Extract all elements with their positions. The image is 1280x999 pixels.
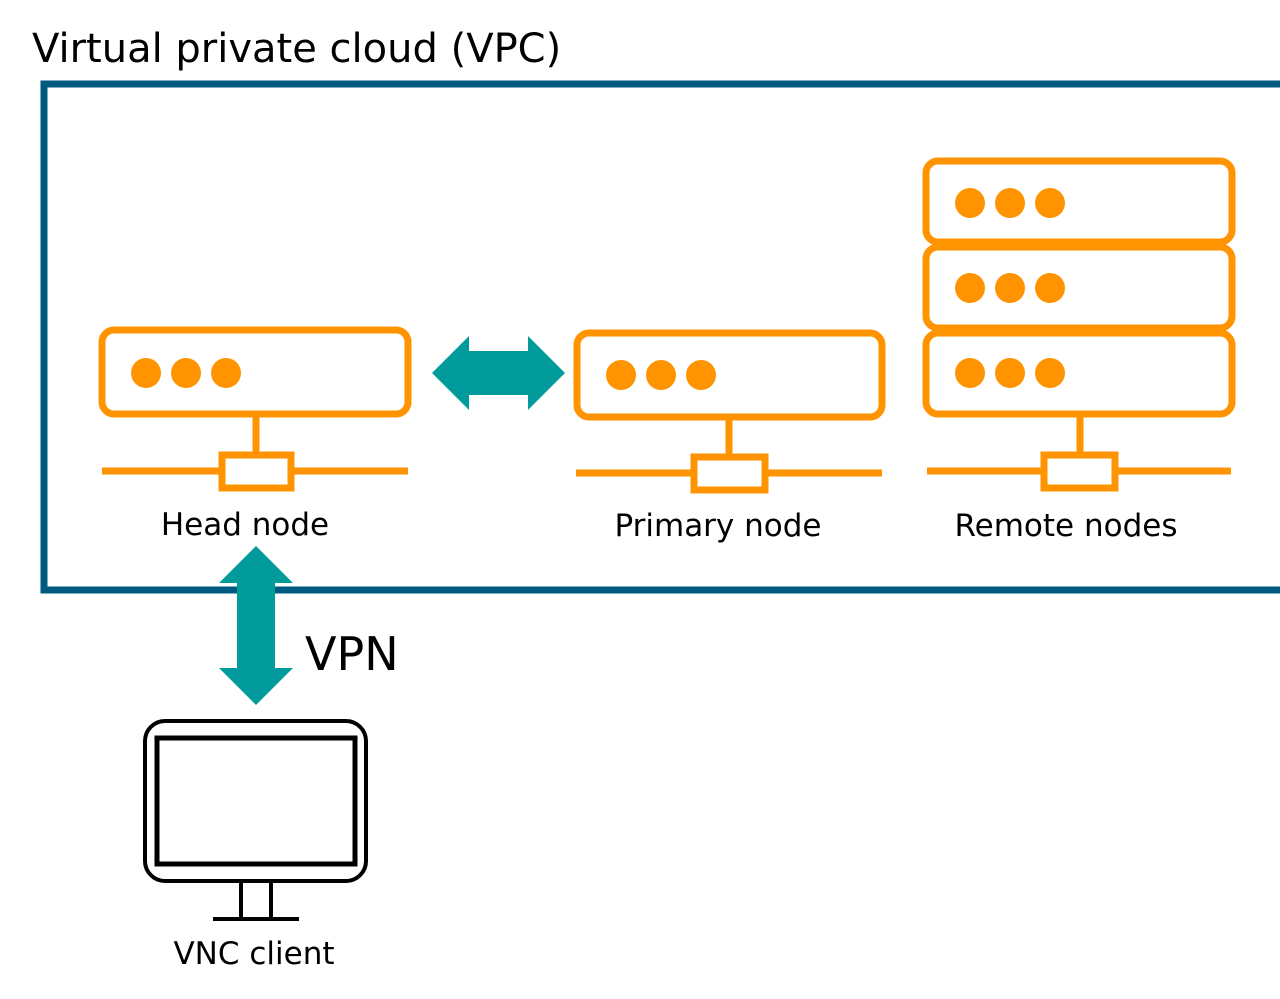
vnc-client-monitor-icon	[143, 719, 368, 921]
vpn-double-arrow-icon	[219, 546, 293, 705]
vpn-label: VPN	[305, 627, 399, 681]
head-primary-double-arrow-icon	[432, 336, 565, 410]
remote-nodes-label: Remote nodes	[955, 508, 1178, 544]
vpc-title: Virtual private cloud (VPC)	[32, 26, 561, 72]
remote-nodes-server-stack-icon	[922, 157, 1236, 492]
primary-node-label: Primary node	[614, 508, 821, 544]
head-node-server-icon	[98, 326, 412, 492]
head-node-label: Head node	[161, 507, 329, 543]
vnc-client-label: VNC client	[173, 936, 334, 972]
primary-node-server-icon	[573, 329, 886, 494]
vpc-boundary	[40, 80, 1280, 594]
